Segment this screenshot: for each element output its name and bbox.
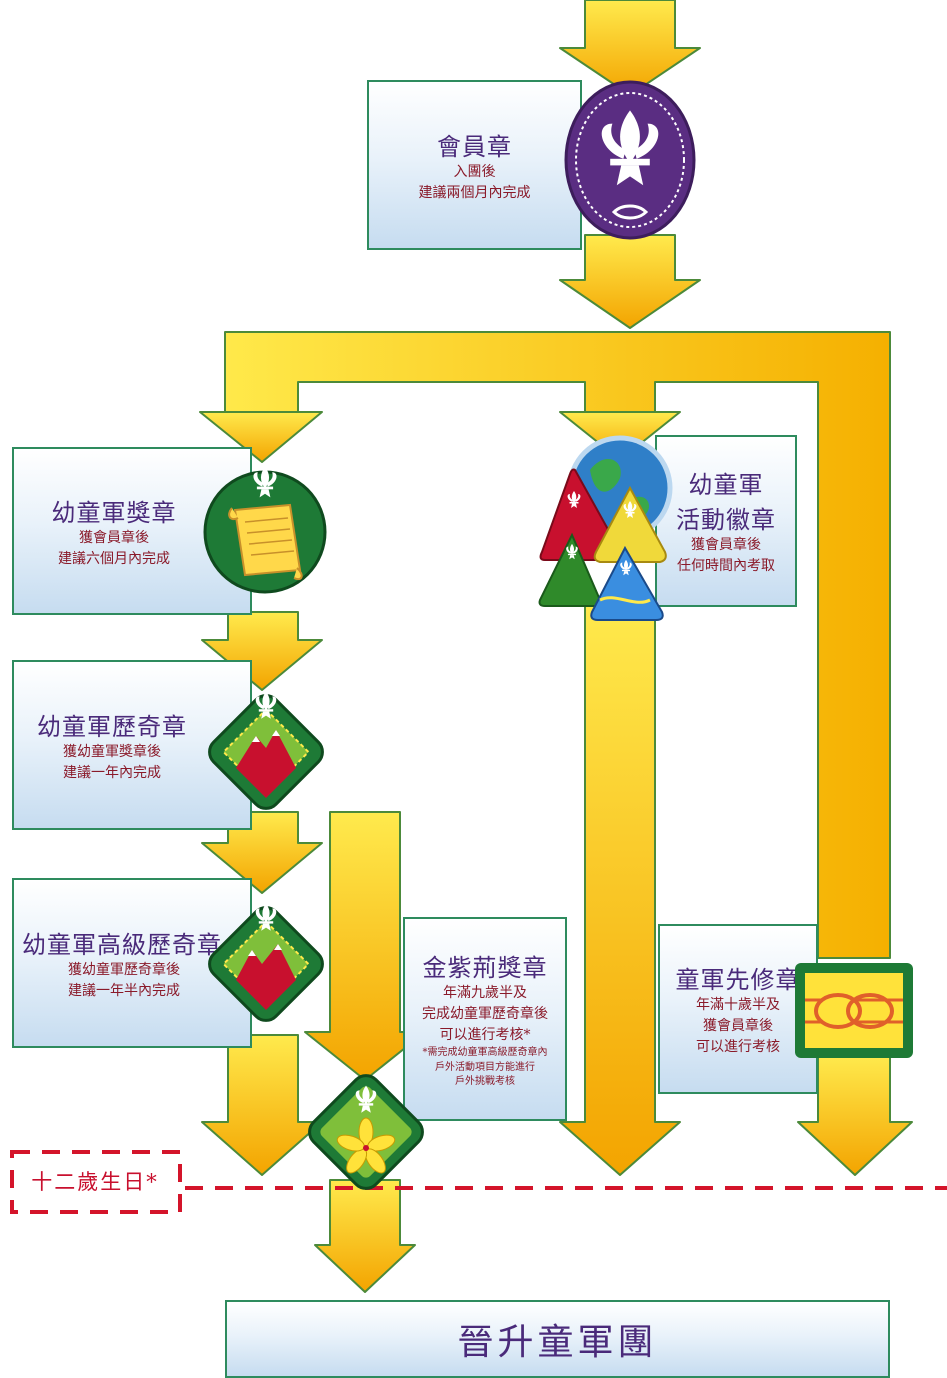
arrow-adventure-out <box>201 811 323 894</box>
member-badge-line2: 建議兩個月內完成 <box>418 184 531 201</box>
advanced-adventure-badge-icon <box>208 903 324 1022</box>
advanced-adventure-badge-title: 幼童軍高級歷奇章 <box>22 930 222 959</box>
award-badge-line1: 獲會員章後 <box>79 529 149 546</box>
scout-prep-badge-line2: 獲會員章後 <box>703 1018 773 1034</box>
award-badge-line2: 建議六個月內完成 <box>58 550 170 567</box>
activity-badge-line2: 任何時間內考取 <box>677 558 775 574</box>
advanced-adventure-badge-box: 幼童軍高級歷奇章 獲幼童軍歷奇章後 建議一年半內完成 <box>12 878 252 1048</box>
bauhinia-award-note1: *需完成幼童軍高級歷奇章內 <box>422 1047 548 1059</box>
activity-badges-icon <box>538 435 673 621</box>
arrow-top <box>559 0 701 96</box>
final-step-box: 晉升童軍團 <box>225 1300 890 1378</box>
activity-badge-box: 幼童軍 活動徽章 獲會員章後 任何時間內考取 <box>655 435 797 607</box>
award-badge-title: 幼童軍獎章 <box>51 498 177 527</box>
activity-badge-title1: 幼童軍 <box>688 471 764 499</box>
arrow-award-out <box>201 611 323 691</box>
arrow-member-out <box>559 234 701 329</box>
bauhinia-award-line2: 完成幼童軍歷奇章後 <box>422 1006 548 1023</box>
bauhinia-award-icon <box>308 1074 424 1190</box>
bauhinia-award-box: 金紫荊獎章 年滿九歲半及 完成幼童軍歷奇章後 可以進行考核* *需完成幼童軍高級… <box>403 917 567 1121</box>
bauhinia-award-title: 金紫荊獎章 <box>422 954 548 983</box>
arrow-activity-col <box>559 599 681 1176</box>
adventure-badge-title: 幼童軍歷奇章 <box>37 712 187 741</box>
scout-prep-badge-line3: 可以進行考核 <box>696 1039 780 1055</box>
advanced-adventure-badge-line1: 獲幼童軍歷奇章後 <box>68 961 180 978</box>
arrow-bauhinia-col <box>304 811 426 1081</box>
scout-prep-badge-box: 童軍先修章 年滿十歲半及 獲會員章後 可以進行考核 <box>658 924 818 1094</box>
adventure-badge-line1: 獲幼童軍獎章後 <box>63 743 161 760</box>
arrow-prep-head <box>797 1054 913 1176</box>
activity-badge-line1: 獲會員章後 <box>691 537 761 553</box>
scout-prep-badge-title: 童軍先修章 <box>675 966 801 994</box>
scout-prep-badge-line1: 年滿十歲半及 <box>696 997 780 1013</box>
advanced-adventure-badge-line2: 建議一年半內完成 <box>68 982 180 999</box>
final-step-label: 晉升童軍團 <box>457 1322 658 1363</box>
adventure-badge-icon <box>208 691 324 810</box>
arrow-advanced-out <box>201 1034 323 1176</box>
member-badge-icon <box>564 80 696 240</box>
member-badge-box: 會員章 入團後 建議兩個月內完成 <box>367 80 582 250</box>
arrow-left-head <box>199 411 323 463</box>
arrow-final <box>314 1179 416 1293</box>
member-badge-line1: 入團後 <box>453 163 496 180</box>
adventure-badge-line2: 建議一年內完成 <box>63 764 161 781</box>
member-badge-title: 會員章 <box>437 132 512 161</box>
award-badge-icon <box>203 466 327 594</box>
bauhinia-award-note3: 戶外挑戰考核 <box>455 1076 515 1088</box>
activity-badge-title2: 活動徽章 <box>676 506 776 534</box>
bauhinia-award-line3: 可以進行考核* <box>439 1027 531 1044</box>
bauhinia-award-line1: 年滿九歲半及 <box>443 985 527 1002</box>
bauhinia-award-note2: 戶外活動項目方能進行 <box>435 1061 535 1073</box>
scout-prep-badge-icon <box>795 963 913 1058</box>
